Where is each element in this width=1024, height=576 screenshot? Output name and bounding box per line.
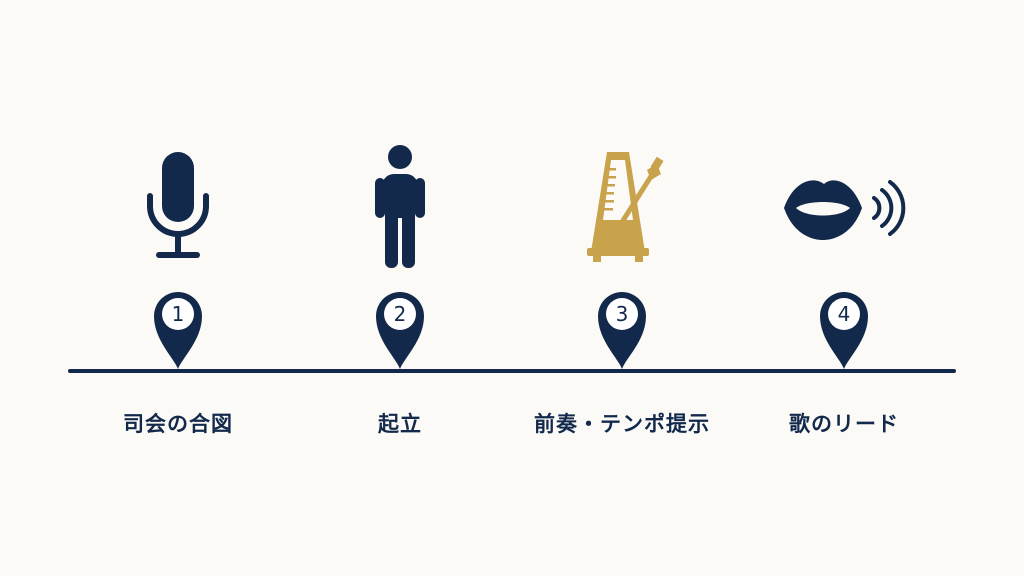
step-marker-pin-2: 2: [372, 286, 428, 370]
step-label: 司会の合図: [123, 412, 233, 436]
timeline-step-4: 4 歌のリード: [734, 0, 954, 576]
step-marker-pin-1: 1: [150, 286, 206, 370]
standing-person-icon: [372, 144, 428, 274]
step-number: 1: [171, 302, 185, 326]
metronome-icon: [577, 148, 667, 268]
step-label: 歌のリード: [789, 412, 899, 436]
timeline-line: [68, 369, 956, 373]
step-label: 前奏・テンポ提示: [534, 412, 710, 436]
microphone-icon: [142, 150, 214, 266]
step-number: 2: [393, 302, 407, 326]
step-label: 起立: [378, 412, 422, 436]
step-number: 4: [837, 302, 851, 326]
step-number: 3: [615, 302, 629, 326]
step-marker-pin-4: 4: [816, 286, 872, 370]
timeline-step-3: 3 前奏・テンポ提示: [512, 0, 732, 576]
timeline-step-2: 2 起立: [290, 0, 510, 576]
step-marker-pin-3: 3: [594, 286, 650, 370]
singing-mouth-icon: [780, 174, 908, 246]
timeline-step-1: 1 司会の合図: [68, 0, 288, 576]
